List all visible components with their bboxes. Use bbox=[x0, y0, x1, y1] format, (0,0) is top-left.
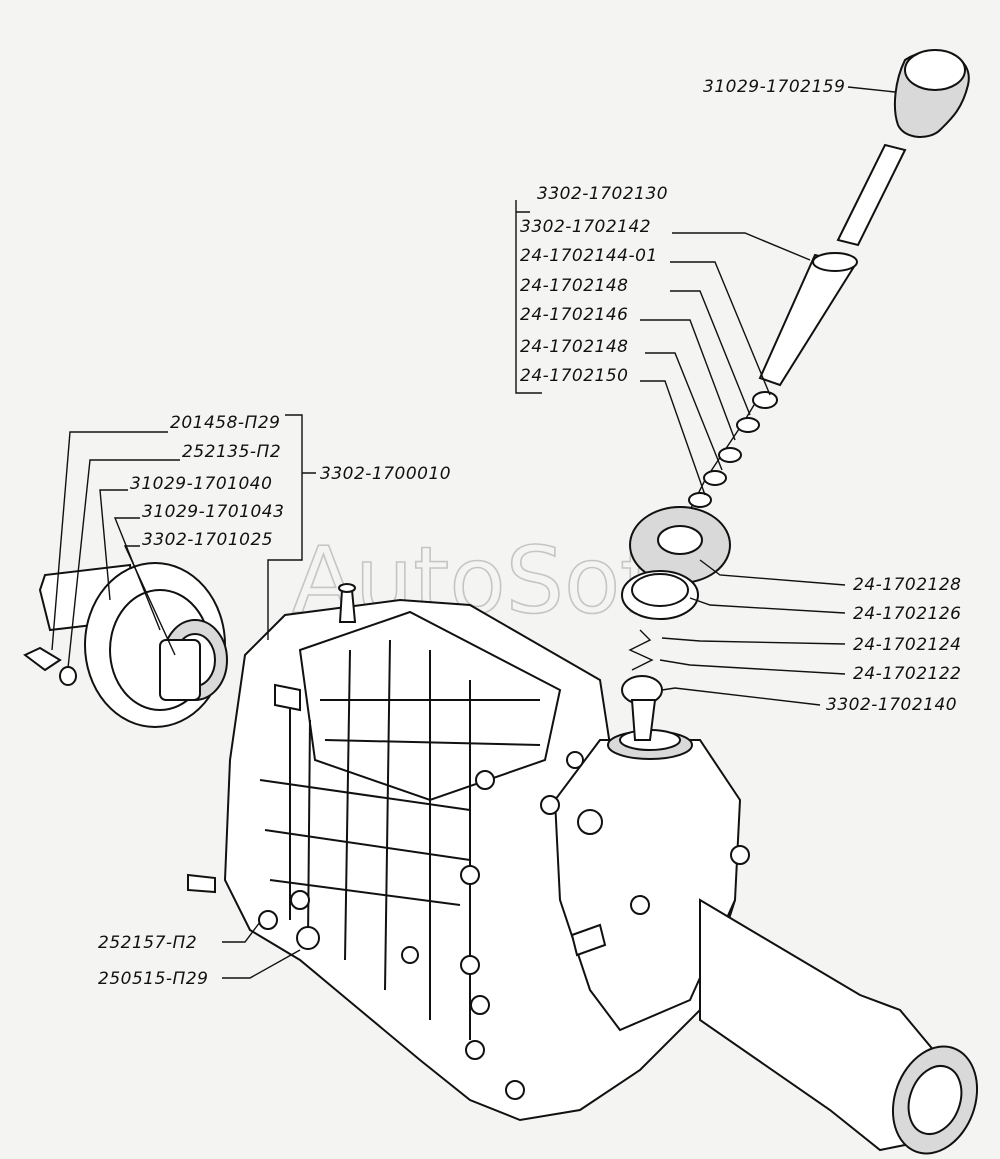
label-3302-1702140: 3302-1702140 bbox=[826, 695, 957, 715]
gearbox-housing bbox=[187, 583, 979, 1155]
label-24-1702126: 24-1702126 bbox=[853, 604, 961, 624]
label-24-1702148-a: 24-1702148 bbox=[520, 276, 628, 296]
part-labels: 31029-1702159 3302-1702130 3302-1702142 … bbox=[98, 77, 961, 989]
label-201458: 201458-П29 bbox=[170, 413, 280, 433]
label-lever-group: 3302-1702130 bbox=[537, 184, 668, 204]
label-31029-1701040: 31029-1701040 bbox=[130, 474, 272, 494]
label-24-1702144-01: 24-1702144-01 bbox=[520, 246, 658, 266]
input-bearing-cover bbox=[23, 562, 228, 728]
shift-lever-assembly bbox=[621, 49, 970, 741]
label-252157: 252157-П2 bbox=[98, 933, 197, 953]
label-24-1702124: 24-1702124 bbox=[853, 635, 961, 655]
label-24-1702150: 24-1702150 bbox=[520, 366, 628, 386]
label-24-1702128: 24-1702128 bbox=[853, 575, 961, 595]
label-24-1702122: 24-1702122 bbox=[853, 664, 961, 684]
label-250515: 250515-П29 bbox=[98, 969, 208, 989]
label-31029-1701043: 31029-1701043 bbox=[142, 502, 284, 522]
label-252135: 252135-П2 bbox=[182, 442, 281, 462]
label-3302-1702142: 3302-1702142 bbox=[520, 217, 651, 237]
label-24-1702148-b: 24-1702148 bbox=[520, 337, 628, 357]
label-knob: 31029-1702159 bbox=[703, 77, 845, 97]
label-3302-1701025: 3302-1701025 bbox=[142, 530, 273, 550]
leader-lines bbox=[51, 86, 896, 979]
label-24-1702146: 24-1702146 bbox=[520, 305, 628, 325]
label-assembly: 3302-1700010 bbox=[320, 464, 451, 484]
